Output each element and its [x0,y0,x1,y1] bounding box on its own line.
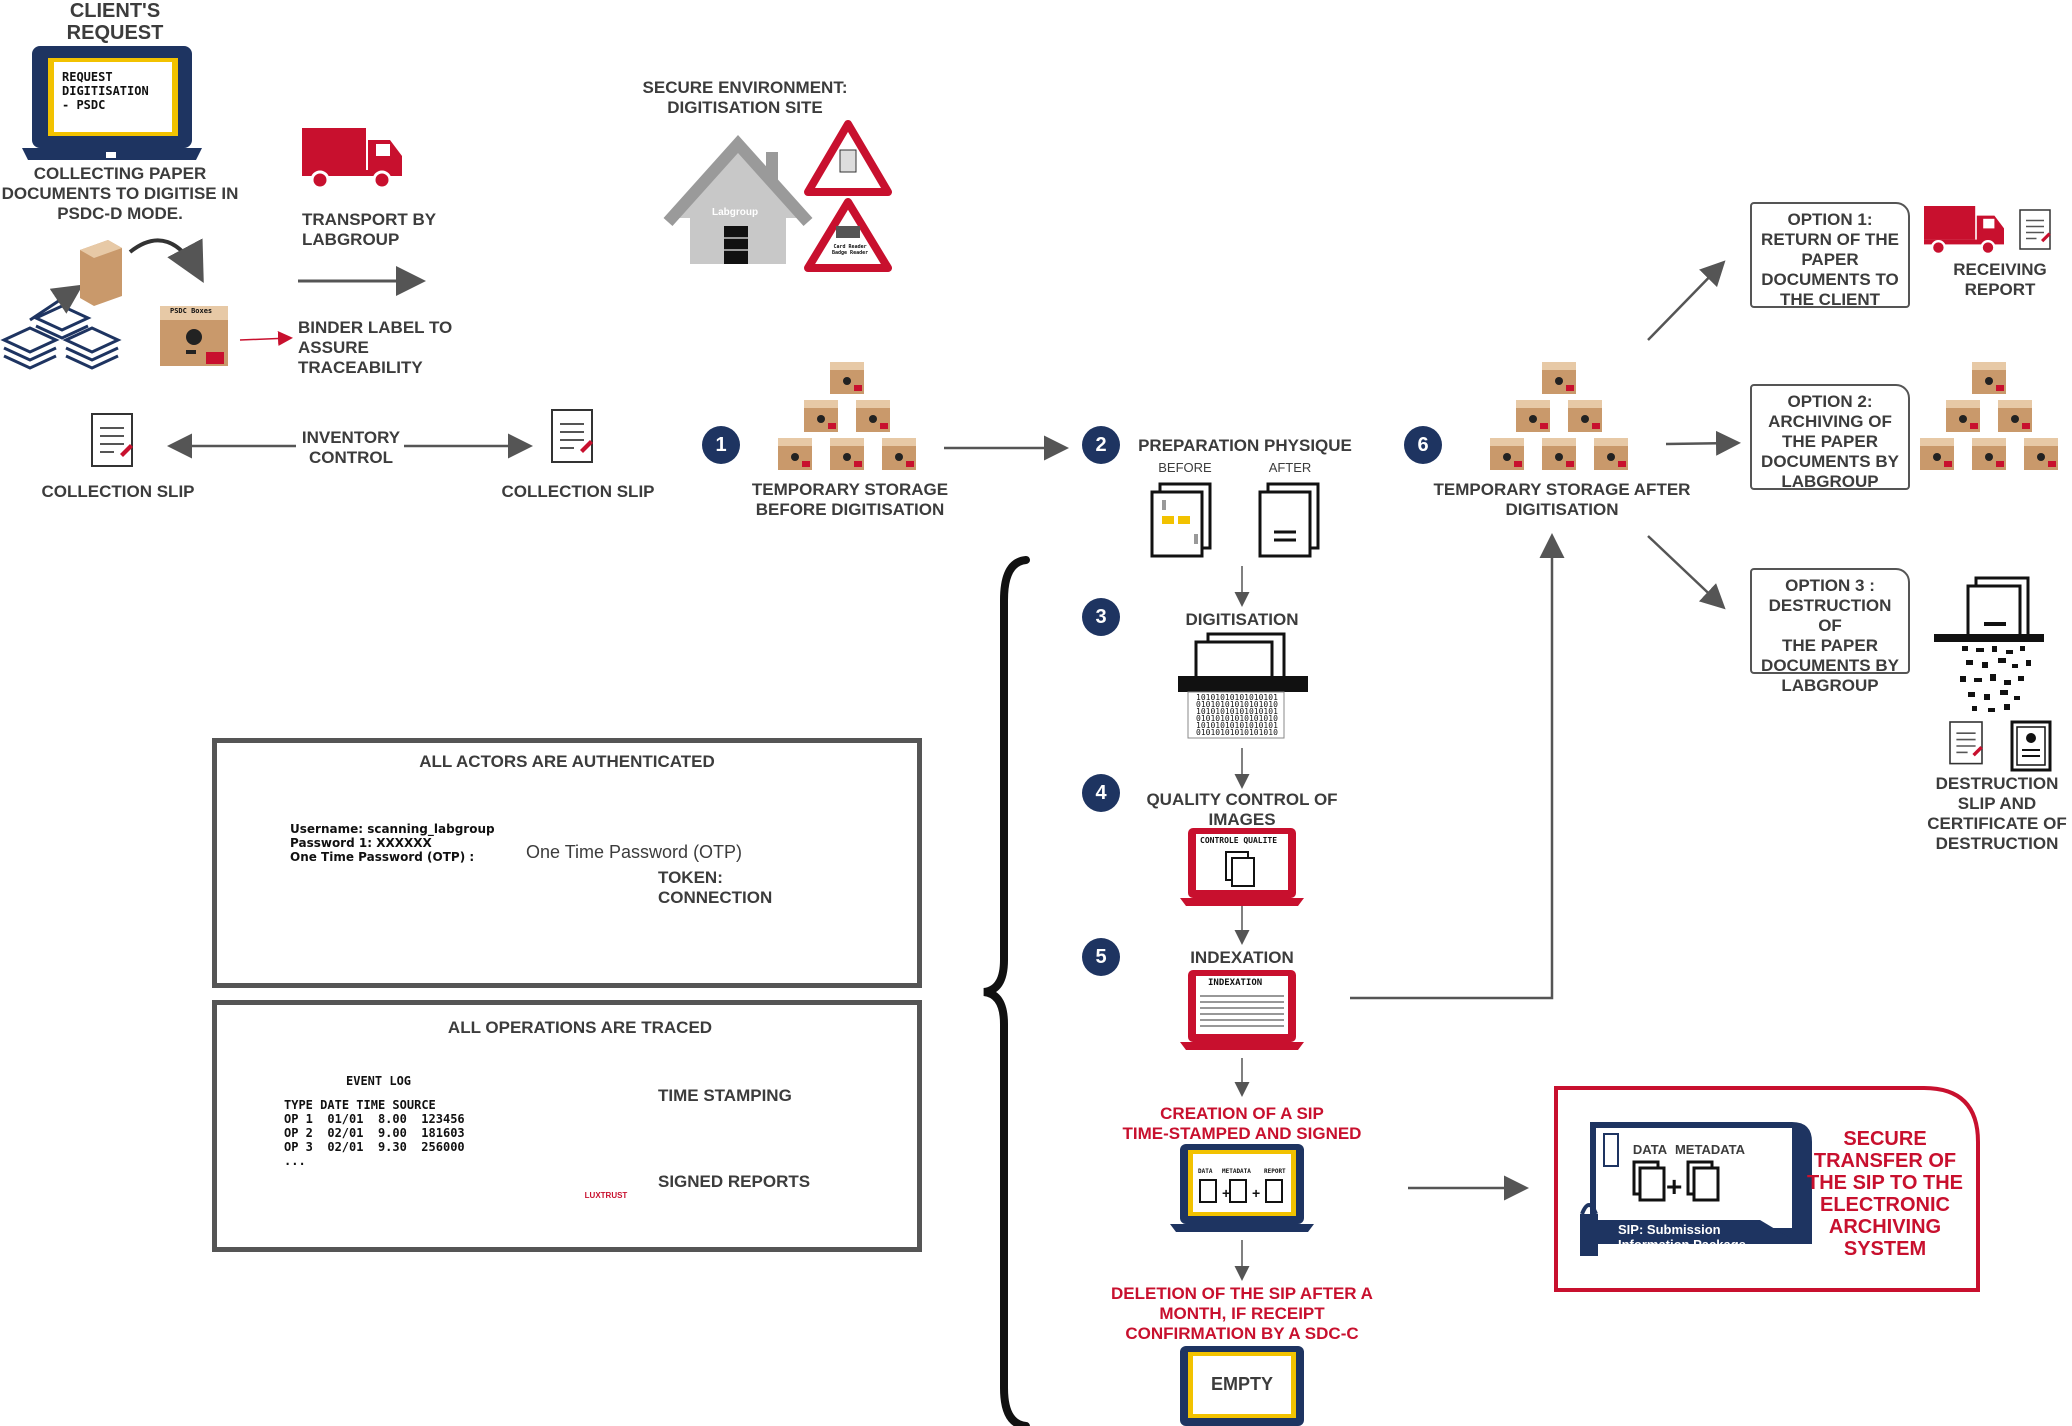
scanner-icon [1178,632,1308,739]
empty-laptop-icon [1180,1346,1304,1426]
secure-environment-label: SECURE ENVIRONMENT: DIGITISATION SITE [642,78,848,117]
option-3-result: DESTRUCTION SLIP AND CERTIFICATE OF DEST… [1927,774,2067,853]
step-2-label: PREPARATION PHYSIQUE [1138,436,1352,455]
quality-control-screen: CONTROLE QUALITE [1200,836,1278,845]
keypad-warning-icon [804,120,892,196]
trace-panel [212,1000,922,1252]
quality-control-laptop-icon [1180,828,1304,906]
client-request-title: CLIENT'S REQUEST [66,0,164,44]
binder-label: BINDER LABEL TO ASSURE TRACEABILITY [298,318,453,377]
badge-reader-label: Card Reader Badge Reader [832,244,869,256]
auth-panel [212,738,922,988]
storage-after-boxes-icon [1490,362,1628,470]
scanner-binary: 10101010101010101 01010101010101010 1010… [1196,693,1278,737]
certificate-icon [2010,720,2052,772]
receiving-report-icon [2019,209,2052,250]
client-caption: COLLECTING PAPER DOCUMENTS TO DIGITISE I… [1,164,239,223]
transfer-data-label: DATA [1632,1142,1668,1157]
step-4-label: QUALITY CONTROL OF IMAGES [1146,790,1338,829]
step-6-label: TEMPORARY STORAGE AFTER DIGITISATION [1433,480,1691,519]
sip-name-label: SIP: Submission Information Package [1618,1222,1746,1252]
svg-text:+: + [1252,1185,1260,1201]
psdc-box-label: PSDC Boxes [170,307,213,315]
collection-slip-left-label: COLLECTION SLIP [41,482,195,501]
sip-icon-report: REPORT [1264,1168,1286,1175]
step-3-badge: 3 [1082,598,1120,636]
collection-slip-left-icon [91,413,134,467]
psdc-box-icon [160,306,228,366]
event-log-title: EVENT LOG [346,1074,412,1088]
step-1-label: TEMPORARY STORAGE BEFORE DIGITISATION [751,480,949,519]
deletion-label: DELETION OF THE SIP AFTER A MONTH, IF RE… [1111,1284,1373,1343]
secure-transfer-label: SECURE TRANSFER OF THE SIP TO THE ELECTR… [1807,1128,1963,1260]
collection-slip-right-icon [551,409,594,463]
step-2-after: AFTER [1268,460,1312,475]
option-3-box: OPTION 3 : DESTRUCTION OF THE PAPER DOCU… [1750,568,1910,695]
shredder-icon [1934,576,2044,712]
archive-boxes-icon [1920,362,2058,470]
option-1-result: RECEIVING REPORT [1953,260,2047,299]
client-laptop-icon [22,46,202,160]
luxtrust-brand: LUXTRUST [584,1191,628,1200]
transfer-metadata-label: METADATA [1674,1142,1746,1157]
sip-laptop-icon: + + [1170,1144,1314,1232]
sip-icon-data: DATA [1198,1168,1213,1175]
option-2-box: OPTION 2: ARCHIVING OF THE PAPER DOCUMEN… [1750,384,1910,491]
documents-before-icon [1150,482,1212,558]
house-label: Labgroup [712,207,759,218]
destruction-slip-icon [1949,721,1984,765]
option-1-box: OPTION 1: RETURN OF THE PAPER DOCUMENTS … [1750,202,1910,309]
house-icon [663,135,813,264]
documents-after-icon [1258,482,1320,558]
auth-screen-text: Username: scanning_labgroup Password 1: … [290,822,495,864]
signed-reports-label: SIGNED REPORTS [658,1172,811,1191]
paper-stacks-icon [0,238,204,370]
log-headers: TYPE DATE TIME SOURCE [284,1098,436,1112]
log-row: OP 1 01/01 8.00 123456 [284,1112,465,1126]
inventory-control-label: INVENTORY CONTROL [301,428,401,467]
otp-label: One Time Password (OTP) [526,842,743,862]
sip-creation-label: CREATION OF A SIP TIME-STAMPED AND SIGNE… [1122,1104,1362,1143]
step-3-label: DIGITISATION [1185,610,1299,629]
event-log-table: TYPE DATE TIME SOURCE OP 1 01/01 8.00 12… [284,1098,465,1168]
svg-text:+: + [1666,1171,1682,1202]
step-6-badge: 6 [1404,426,1442,464]
log-row: ... [284,1154,306,1168]
token-label: TOKEN: CONNECTION [658,868,773,907]
indexation-screen: INDEXATION [1208,978,1263,988]
stamp-text: TIME STAMPING [560,1092,616,1099]
return-truck-icon [1922,204,2006,256]
badge-reader-warning-icon [804,198,892,272]
empty-screen: EMPTY [1210,1374,1273,1394]
step-5-badge: 5 [1082,938,1120,976]
storage-before-boxes-icon [778,362,916,470]
collection-slip-right-label: COLLECTION SLIP [501,482,655,501]
truck-icon [300,126,404,190]
step-2-before: BEFORE [1158,460,1212,475]
sip-icon-metadata: METADATA [1222,1168,1251,1175]
svg-text:+: + [1222,1185,1230,1201]
auth-panel-title: ALL ACTORS ARE AUTHENTICATED [419,752,715,771]
indexation-laptop-icon [1180,970,1304,1050]
step-2-badge: 2 [1082,426,1120,464]
step-4-badge: 4 [1082,774,1120,812]
trace-panel-title: ALL OPERATIONS ARE TRACED [447,1018,713,1037]
curly-brace [983,556,1030,1426]
transport-label: TRANSPORT BY LABGROUP [302,210,437,249]
secure-transfer-box: + [1554,1086,1980,1292]
time-stamping-label: TIME STAMPING [658,1086,792,1105]
client-screen-text: REQUEST DIGITISATION - PSDC [62,70,149,112]
log-row: OP 3 02/01 9.30 256000 [284,1140,465,1154]
step-5-label: INDEXATION [1190,948,1294,967]
log-row: OP 2 02/01 9.00 181603 [284,1126,465,1140]
step-1-badge: 1 [702,426,740,464]
